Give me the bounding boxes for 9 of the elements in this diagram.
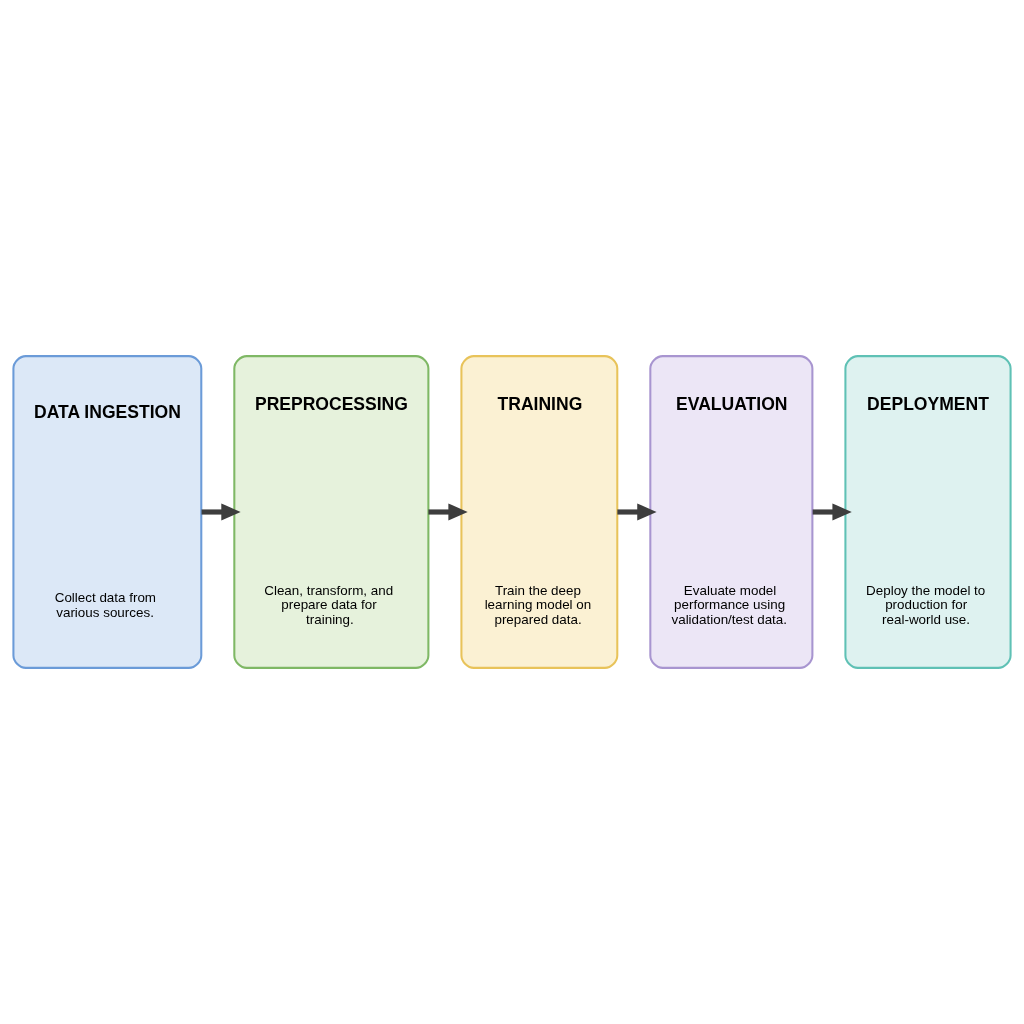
arrow (617, 503, 657, 521)
node-box: TRAINING Train the deep learning model on prepared data. (460, 355, 619, 669)
node-box: PREPROCESSING Clean, transform, and prepare data for training. (233, 355, 430, 669)
arrow (812, 503, 852, 521)
node-box: DEPLOYMENT Deploy the model to production for real-world use. (844, 355, 1012, 669)
arrow (428, 503, 468, 521)
node-box: EVALUATION Evaluate model performance using validation/test data. (649, 355, 814, 669)
node-box: DATA INGESTION Collect data from various sources. (12, 355, 203, 669)
arrow (201, 503, 241, 521)
